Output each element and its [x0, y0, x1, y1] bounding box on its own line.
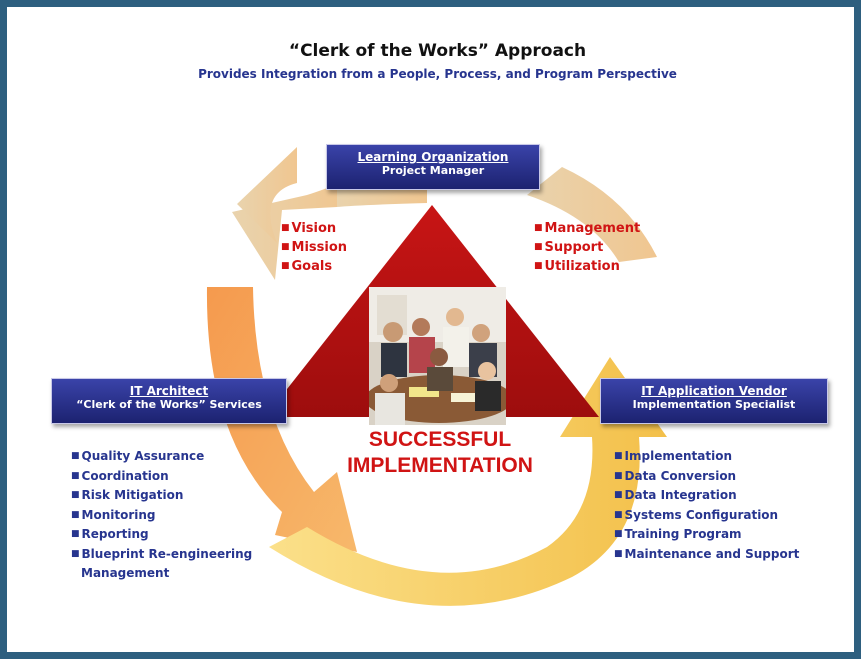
bullet-icon: ■ — [534, 242, 543, 252]
list-item: ■Risk Mitigation — [71, 488, 184, 502]
list-item: ■Implementation — [614, 449, 732, 463]
arrow-right — [269, 357, 667, 606]
list-item: ■Coordination — [71, 468, 169, 483]
bullet-icon: ■ — [534, 223, 543, 233]
bullet-icon: ■ — [71, 470, 80, 481]
list-item: ■Blueprint Re-engineering — [71, 546, 253, 561]
list-item: ■Data Conversion — [614, 468, 737, 483]
project-manager-label: Project Manager — [381, 164, 485, 177]
clerk-services-label: “Clerk of the Works” Services — [76, 398, 262, 411]
slide-title: “Clerk of the Works” Approach — [288, 41, 587, 61]
bullet-icon: ■ — [71, 451, 80, 461]
bullet-icon: ■ — [534, 261, 543, 271]
bullet-icon: ■ — [281, 242, 290, 252]
management-list: ■Management ■Support ■Utilization — [534, 219, 640, 276]
vendor-services-list: ■Implementation ■Data Conversion ■Data I… — [614, 447, 799, 564]
meeting-photo — [369, 287, 506, 425]
it-vendor-box: IT Application Vendor Implementation Spe… — [600, 378, 828, 424]
slide-subtitle: Provides Integration from a People, Proc… — [198, 67, 677, 81]
bullet-icon: ■ — [614, 451, 623, 461]
list-item: ■Utilization — [534, 259, 620, 274]
list-item: ■Monitoring — [71, 507, 156, 522]
learning-organization-title: Learning Organization — [357, 150, 509, 164]
list-item: ■Quality Assurance — [71, 449, 205, 463]
list-item: ■Systems Configuration — [614, 507, 779, 522]
bullet-icon: ■ — [614, 509, 623, 520]
list-item: ■Reporting — [71, 527, 149, 541]
vision-list: ■Vision ■Mission ■Goals — [281, 219, 347, 276]
list-item: ■Support — [534, 240, 604, 255]
implementation-specialist-label: Implementation Specialist — [632, 398, 796, 411]
successful-implementation-label: SUCCESSFUL IMPLEMENTATION — [347, 428, 533, 477]
list-item: ■Mission — [281, 240, 348, 255]
bullet-icon: ■ — [614, 470, 623, 481]
list-item: ■Goals — [281, 259, 333, 274]
it-architect-box: IT Architect “Clerk of the Works” Servic… — [51, 378, 287, 424]
it-vendor-title: IT Application Vendor — [641, 384, 787, 398]
bullet-icon: ■ — [614, 490, 623, 500]
learning-organization-box: Learning Organization Project Manager — [326, 144, 540, 190]
list-item: Management — [81, 566, 170, 580]
list-item: ■Vision — [281, 221, 337, 236]
list-item: ■Training Program — [614, 527, 742, 541]
list-item: ■Management — [534, 221, 641, 236]
bullet-icon: ■ — [614, 529, 623, 539]
bullet-icon: ■ — [71, 490, 80, 500]
list-item: ■Maintenance and Support — [614, 546, 800, 561]
bullet-icon: ■ — [71, 529, 80, 539]
bullet-icon: ■ — [281, 261, 290, 271]
bullet-icon: ■ — [614, 548, 623, 559]
bullet-icon: ■ — [71, 548, 80, 559]
bullet-icon: ■ — [281, 223, 290, 233]
arrow-left — [206, 287, 357, 552]
architect-services-list: ■Quality Assurance ■Coordination ■Risk M… — [71, 447, 252, 584]
it-architect-title: IT Architect — [129, 384, 209, 398]
list-item: ■Data Integration — [614, 488, 737, 502]
bullet-icon: ■ — [71, 509, 80, 520]
